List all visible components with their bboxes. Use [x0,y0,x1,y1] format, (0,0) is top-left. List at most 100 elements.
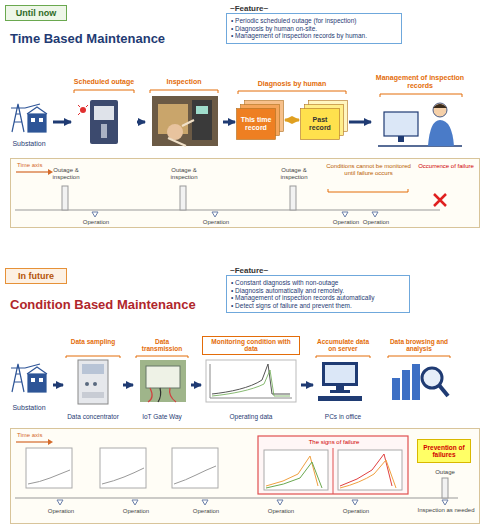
bracket [150,90,218,93]
timeline-drawing [172,448,218,488]
feature-heading: ~Feature~ [226,266,410,275]
record-text: Past record [302,116,338,132]
timeline-drawing [328,189,408,192]
data-chart [210,364,292,398]
concentrator-photo [82,364,104,374]
monitoring-step: Monitoring condition with dataOperating … [202,336,300,420]
step-heading: Diagnosis by human [252,80,332,88]
step-caption: Operating data [202,413,300,420]
tag-text: In future [18,271,54,281]
timeline-text: Time axis [17,162,57,169]
timeline-text: Operation [191,508,221,515]
person-at-pc [384,112,418,136]
record-text: This time record [238,116,274,132]
pc-icon [322,362,358,386]
bracket [388,356,450,358]
timeline-text: Operation [266,508,296,515]
timeline-text: Occurrence of failure [416,163,476,170]
data-chart [206,360,296,402]
pc-icon [318,362,362,401]
timeline-drawing [57,500,63,505]
timeline-drawing [15,436,458,505]
timeline-drawing [48,439,53,445]
substation-icon [28,374,46,392]
step-caption: PCs in office [314,413,372,420]
timeline-text: Conditions cannot be monitored until fai… [326,163,411,177]
flow-arrow [53,384,63,387]
records-step: Management of inspection records [372,74,468,150]
timeline-drawing [132,500,138,505]
timeline-drawing [174,466,216,484]
bracket [66,356,450,358]
timeline-drawing [48,169,53,175]
timeline-text: The signs of failure [261,439,407,446]
substation-node: Substation [6,100,52,148]
substation-icon [28,114,46,132]
step-heading: Data browsing and analysis [384,338,454,353]
sampling-step: Data samplingData concentrator [64,338,122,420]
timeline-drawing [15,210,440,211]
bracket [74,90,462,97]
timeline-drawing [180,186,186,210]
timeline-drawing [338,450,402,490]
record-stack: Past record [300,100,348,140]
tag-text: Prevention of failures [420,444,468,459]
step-caption: Data concentrator [64,413,122,420]
feature-box: ~Feature~• Constant diagnosis with non-o… [226,266,410,313]
gateway-photo [158,388,161,402]
document-page [237,109,276,140]
section-title: Condition Based Maintenance [10,298,196,313]
substation-icon [31,118,35,122]
feature-frame: • Periodic scheduled outage (for inspect… [226,13,402,43]
person-at-pc [433,104,447,108]
substation-node: Substation [6,360,52,412]
data-chart [212,370,290,396]
inspection-step: Inspection [146,78,222,148]
timeline-text: Operation [341,508,371,515]
timeline-text: Operation [81,219,111,226]
inspection-photo [152,96,218,146]
timeline-text: Inspection as needed [416,507,476,514]
step-heading: Inspection [146,78,222,86]
substation-icon [27,367,47,374]
person-at-pc [398,136,404,142]
timeline-drawing [352,500,358,505]
step-heading: Scheduled outage [72,78,136,86]
timeline-text: Operation [331,219,361,226]
timeline-drawing [342,212,348,217]
flow-arrow [123,384,133,387]
pc-icon [336,386,344,390]
timeline-drawing [266,462,322,488]
flow-arrow [223,121,235,124]
flow-arrow [349,121,371,124]
feature-frame: • Constant diagnosis with non-outage• Di… [226,275,410,313]
timeline-drawing [264,450,328,490]
data-chart [212,364,290,394]
bracket [316,356,370,358]
timeline-drawing [277,500,283,505]
breaker-icon [90,100,118,144]
timeline-panel: Time axisOutage & inspectionOutage & ins… [10,158,480,228]
analysis-icon [392,364,448,400]
concentrator-photo [78,360,108,404]
step-heading: Accumulate data on server [314,338,372,353]
timeline-drawing [333,448,334,494]
timeline-drawing [442,500,448,505]
person-at-pc [378,103,462,146]
feature-bullet: • Constant diagnosis with non-outage [231,279,405,286]
substation-icon [27,107,47,114]
timeline-drawing [372,212,378,217]
timeline-text: Outage & inspection [41,167,91,181]
panel-ground [10,158,480,228]
panel-ground [10,158,480,524]
step-heading: Monitoring condition with data [202,336,300,355]
timeline-text: Outage [419,469,471,476]
breaker-icon [94,106,114,120]
timeline-drawing [28,470,70,484]
gateway-photo [140,360,186,402]
inspection-photo [192,100,212,140]
timeline-drawing [16,171,48,172]
pc-icon [318,396,362,401]
timeline-drawing [100,448,146,488]
